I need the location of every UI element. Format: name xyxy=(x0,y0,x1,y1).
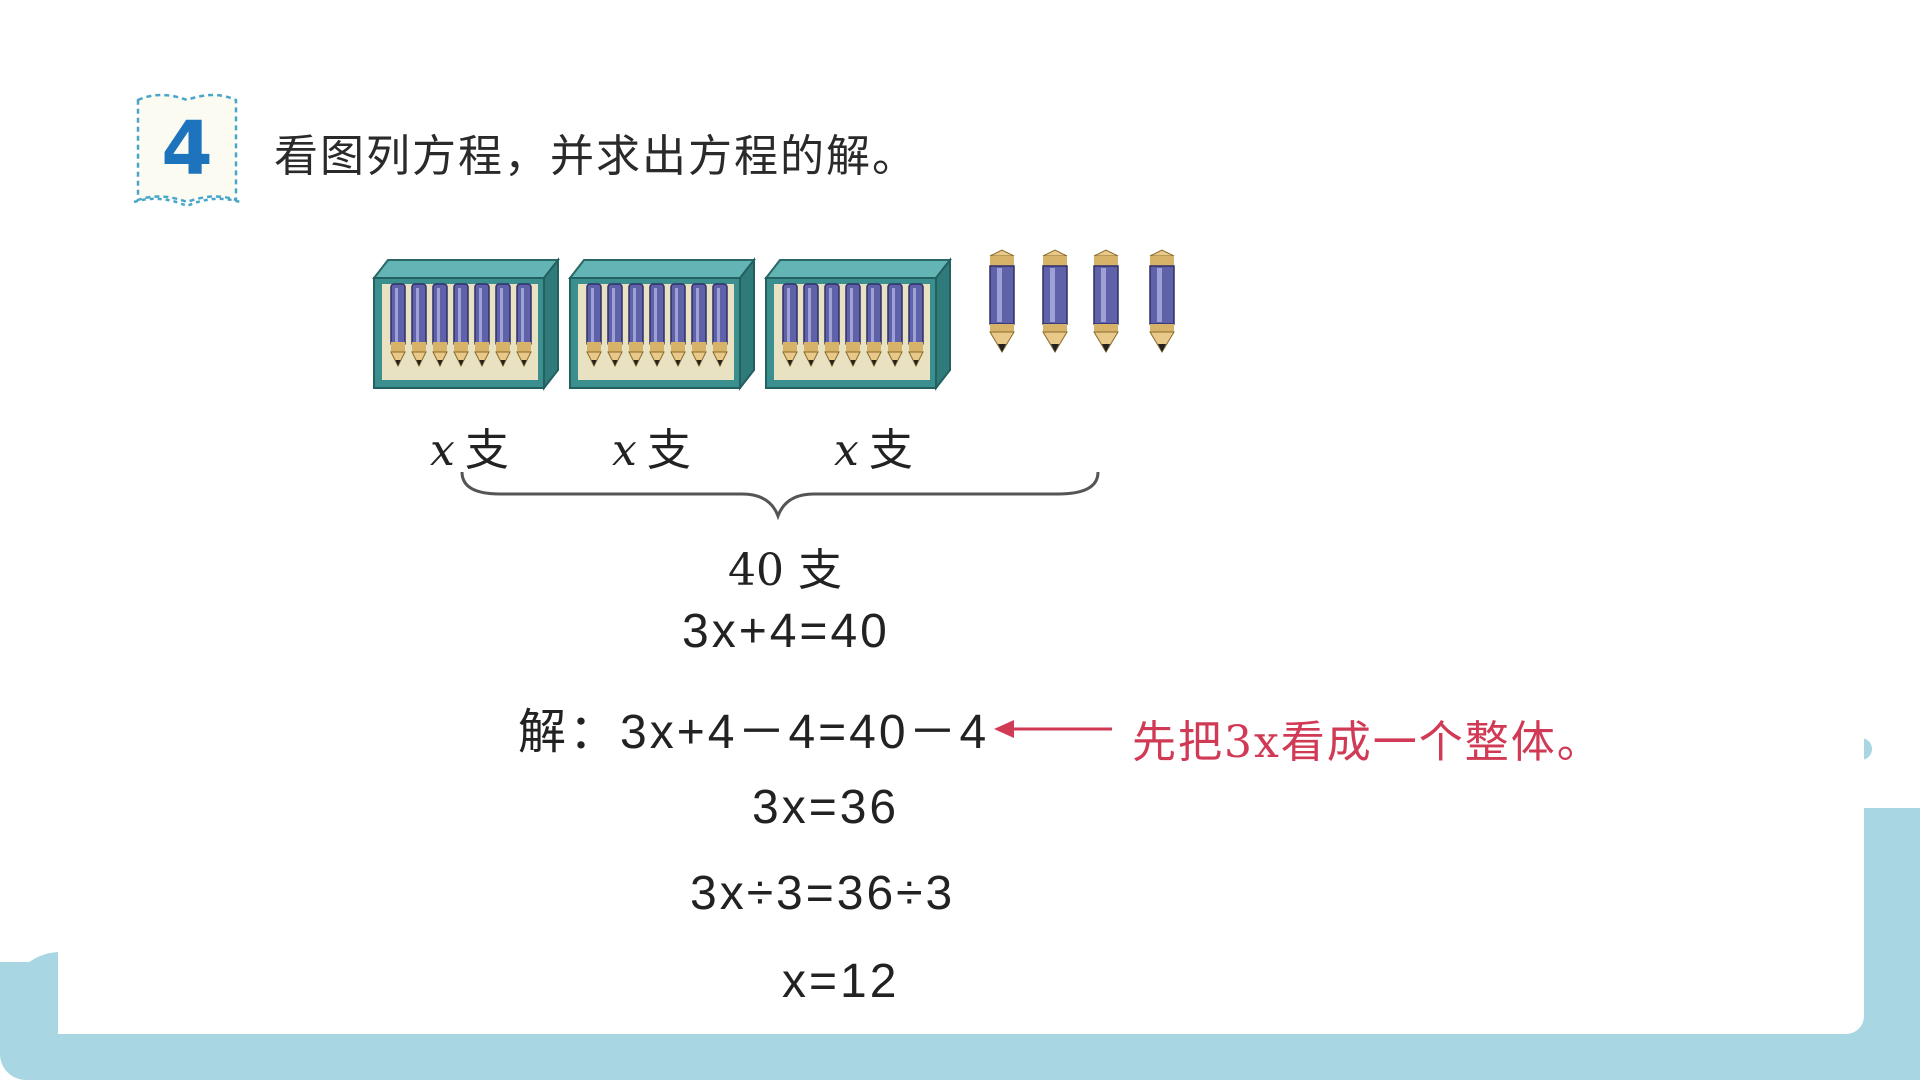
solution-prefix: 解： xyxy=(518,706,621,759)
frame-right-bar xyxy=(1864,808,1920,1080)
solution-step-3: 3x÷3=36÷3 xyxy=(690,867,956,920)
loose-pencil-2 xyxy=(1042,249,1068,353)
loose-pencil-1 xyxy=(989,249,1015,353)
pencil-box-1 xyxy=(374,260,558,388)
equation: 3x+4=40 xyxy=(682,605,890,658)
pencil-box-2 xyxy=(570,260,754,388)
problem-number: 4 xyxy=(161,106,213,192)
pencil-box-3 xyxy=(766,260,950,388)
loose-pencil-4 xyxy=(1149,249,1175,353)
hint-note: 先把3x看成一个整体。 xyxy=(1132,717,1603,768)
problem-instruction: 看图列方程，并求出方程的解。 xyxy=(274,131,918,182)
solution-step-2: 3x=36 xyxy=(752,781,900,834)
total-label: 40 支 xyxy=(728,545,842,596)
arrow-left-icon xyxy=(994,720,1112,738)
total-brace xyxy=(460,471,1100,521)
solution-step-1: 解：3x+4－4=40－4 xyxy=(518,706,990,759)
loose-pencil-3 xyxy=(1093,249,1119,353)
solution-step-4: x=12 xyxy=(782,955,900,1008)
paper-area xyxy=(58,0,1864,1034)
book-icon xyxy=(133,93,241,208)
problem-number-badge: 4 xyxy=(130,90,244,214)
